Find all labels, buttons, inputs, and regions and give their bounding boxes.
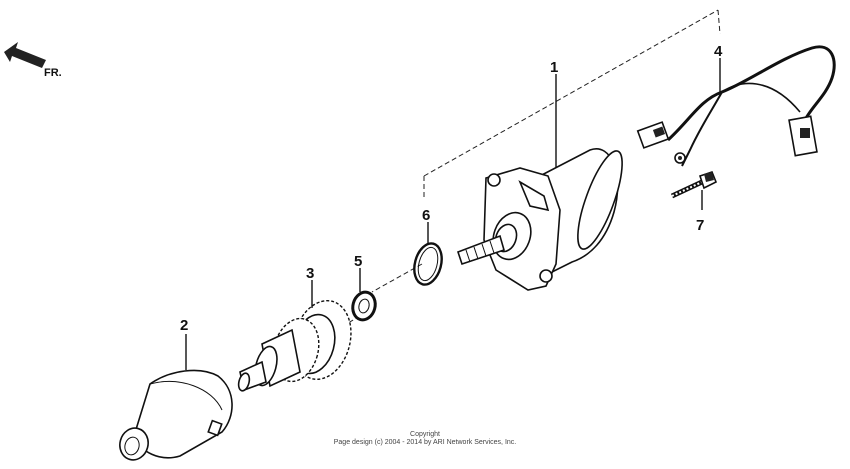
wire-harness xyxy=(636,45,836,167)
o-ring xyxy=(413,242,443,286)
harness-connector-left xyxy=(636,121,670,149)
starter-drive-gear xyxy=(237,299,352,392)
callout-part-1[interactable]: 1 xyxy=(550,59,558,76)
starter-cover xyxy=(119,369,233,461)
direction-label: FR. xyxy=(44,67,62,79)
leader-lines xyxy=(185,58,721,370)
motor-shaft xyxy=(456,234,505,266)
callout-part-6[interactable]: 6 xyxy=(422,207,430,224)
bolt xyxy=(670,171,718,199)
front-direction-arrow-icon: FR. xyxy=(4,42,62,79)
callout-part-2[interactable]: 2 xyxy=(180,317,188,334)
callout-part-7[interactable]: 7 xyxy=(696,217,704,234)
copyright-line-1: Copyright xyxy=(410,431,440,438)
copyright-notice: Copyright Page design (c) 2004 - 2014 by… xyxy=(0,431,850,447)
callout-part-3[interactable]: 3 xyxy=(306,265,314,282)
starter-motor xyxy=(456,148,623,291)
callout-part-4[interactable]: 4 xyxy=(714,43,723,60)
washer xyxy=(351,290,377,322)
callout-part-5[interactable]: 5 xyxy=(354,253,362,270)
copyright-line-2: Page design (c) 2004 - 2014 by ARI Netwo… xyxy=(333,439,517,446)
